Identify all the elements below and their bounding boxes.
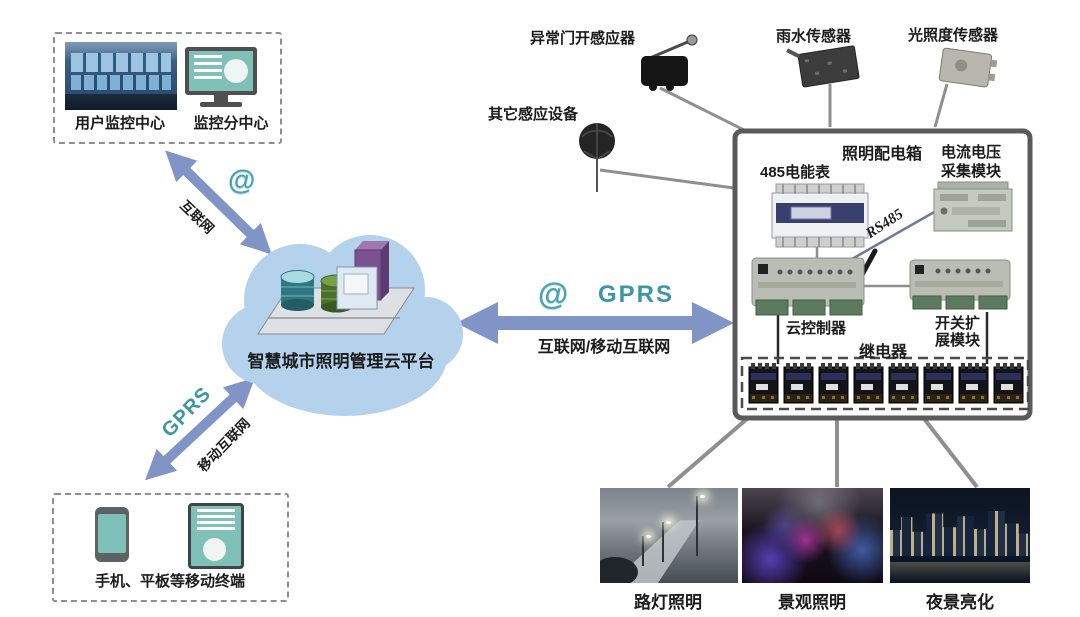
mobile-terminal-group [52,493,289,602]
rain-sensor-label: 雨水传感器 [776,28,852,45]
collector-label-line2: 采集模块 [941,163,1002,180]
waterfront-shape [890,562,1030,583]
expansion-label-line2: 展模块 [935,332,981,349]
wire-to-street-photo [666,416,750,489]
tablet-circle [203,538,226,561]
monitor-base [200,102,242,107]
street-pole [696,496,698,556]
relay-strip-frame [740,356,1030,411]
relay-unit [818,362,849,404]
wire-to-night-photo [920,414,979,489]
street-lighting-label: 路灯照明 [634,593,702,612]
light-sensor-label: 光照度传感器 [908,27,999,44]
wire-rs485 [844,209,937,265]
controller-label: 云控制器 [786,320,847,337]
cloud-platform-graphic [257,241,415,335]
collector-label-line1: 电流电压 [941,144,1002,161]
gprs-center-label: GPRS [598,281,675,308]
relay-unit [748,362,779,404]
cloud-controller-device [751,248,878,316]
skyline-shape [890,510,1030,557]
arrow-gprs-link [145,377,255,481]
network-label: 互联网/移动互联网 [537,339,671,356]
bush-shape [600,557,638,583]
screen-wall-row [70,52,172,72]
street-pole [662,522,664,562]
landscape-lighting-label: 景观照明 [778,593,846,612]
monitor-stand [214,95,228,102]
relay-unit [958,362,989,404]
other-sensor-label: 其它感应设备 [488,106,579,123]
lamp-glow [666,521,671,524]
other-sensor-device [579,123,615,160]
wire-other-sensor [599,168,735,190]
expansion-label-line1: 开关扩 [935,315,981,332]
tablet-icon [188,503,244,569]
relay-unit [993,362,1024,404]
relay-label: 继电器 [858,344,907,361]
monitor-circle [224,59,248,83]
meter-label: 485电能表 [760,164,831,181]
at-icon-center: @ [538,276,569,311]
at-icon: @ [228,164,256,195]
database-cylinder-teal [280,270,315,311]
night-city-photo [890,488,1030,583]
phone-icon [95,507,129,562]
arrow-internet-link [165,150,272,255]
wire-door-sensor [659,86,751,135]
light-sensor-device [938,47,998,88]
expansion-module-device [909,259,1011,310]
rain-sensor-device [786,45,860,88]
cloud-platform-label: 智慧城市照明管理云平台 [247,352,435,371]
tablet-text-lines [191,509,241,530]
distribution-box-title: 照明配电箱 [841,146,922,163]
night-city-label: 夜景亮化 [926,593,994,612]
control-center-label: 用户监控中心 [74,115,165,132]
relay-unit [923,362,954,404]
relay-unit [888,362,919,404]
door-sensor-label: 异常门开感应器 [530,30,636,47]
lamp-glow [700,495,705,498]
screen-wall-row [70,74,172,90]
sub-center-label: 监控分中心 [193,115,269,132]
mobile-terminal-label: 手机、平板等移动终端 [94,573,245,590]
control-room-floor [65,93,177,110]
door-open-sensor-device [641,34,698,91]
control-room-photo [65,42,177,110]
collector-module-device [933,181,1013,232]
relay-unit [783,362,814,404]
wire-light-sensor [933,83,949,128]
monitoring-center-group [53,32,282,144]
monitor-icon [185,47,257,107]
monitor-text-lines [189,55,253,79]
workstation-graphic [336,266,378,310]
street-pole [642,536,644,566]
energy-meter-device [771,183,869,248]
phone-screen [98,514,126,553]
street-lighting-photo [600,488,738,583]
monitor-screen [185,47,257,95]
lamp-glow [646,535,651,538]
relay-unit [853,362,884,404]
landscape-lighting-photo [742,488,883,583]
